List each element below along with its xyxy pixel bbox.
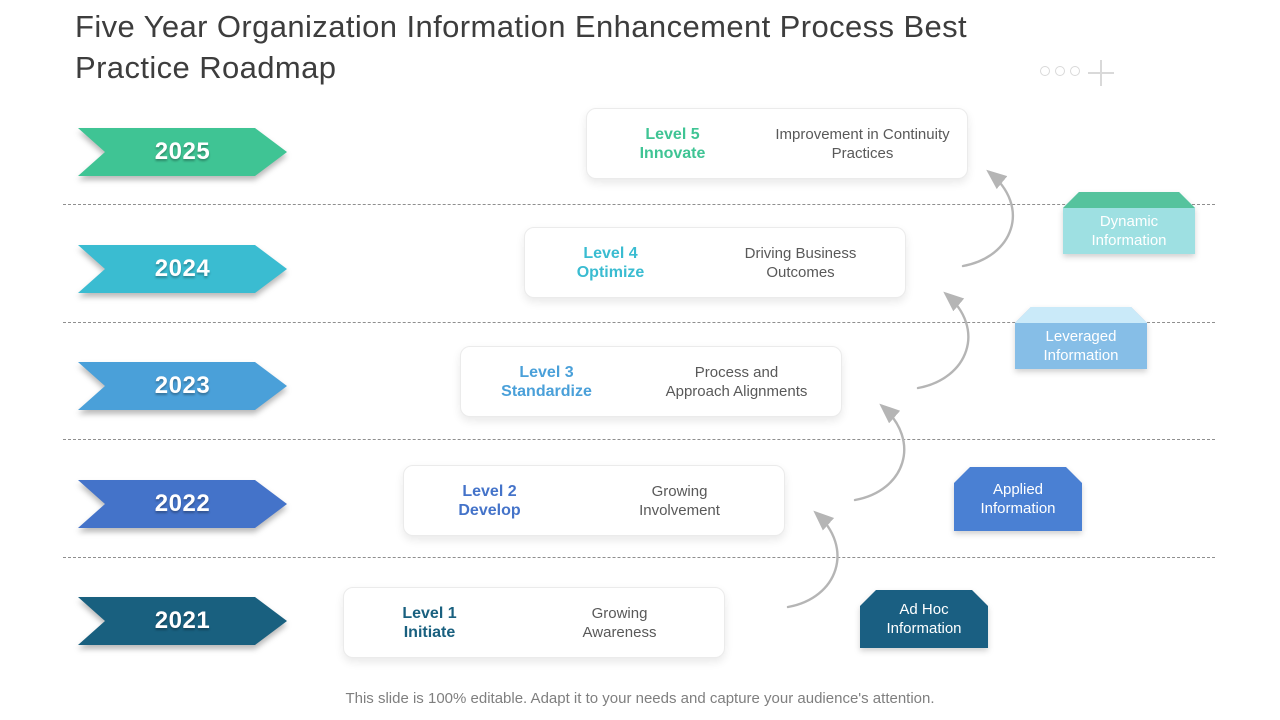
dot [1070,66,1080,76]
curved-arrow-2024-2025 [961,169,1015,268]
row-divider [63,557,1215,558]
dot [1040,66,1050,76]
plus-icon[interactable] [1088,60,1114,86]
info-box-label: Leveraged Information [1043,328,1119,364]
curved-arrow-2021-2022 [786,510,839,609]
info-box-label: Ad Hoc Information [886,601,962,637]
year-label: 2022 [154,490,211,517]
info-box-label: Applied Information [980,481,1056,517]
ellipsis-icon[interactable] [1040,66,1080,76]
row-divider [63,204,1215,205]
dot [1055,66,1065,76]
page-title-line1: Five Year Organization Information Enhan… [75,9,968,44]
info-box-applied: Applied Information [954,467,1082,531]
year-chevron-2025: 2025 [78,128,287,176]
year-chevron-2022: 2022 [78,480,287,528]
info-box-leveraged: Leveraged Information [1015,307,1147,369]
year-chevron-2023: 2023 [78,362,287,410]
row-divider [63,439,1215,440]
year-label: 2023 [154,372,211,399]
curved-arrow-2023-2024 [916,291,970,390]
page-title-line2: Practice Roadmap [75,50,337,85]
info-box-label: Dynamic Information [1091,213,1167,249]
curved-arrow-2022-2023 [853,403,906,502]
year-label: 2021 [154,607,211,634]
footer-note: This slide is 100% editable. Adapt it to… [345,690,935,707]
year-chevron-2021: 2021 [78,597,287,645]
info-box-dynamic: Dynamic Information [1063,192,1195,254]
row-divider [63,322,1215,323]
year-chevron-2024: 2024 [78,245,287,293]
info-box-adhoc: Ad Hoc Information [860,590,988,648]
year-label: 2025 [154,138,211,165]
year-label: 2024 [154,255,211,282]
page-title: Five Year Organization Information Enhan… [75,6,1225,88]
